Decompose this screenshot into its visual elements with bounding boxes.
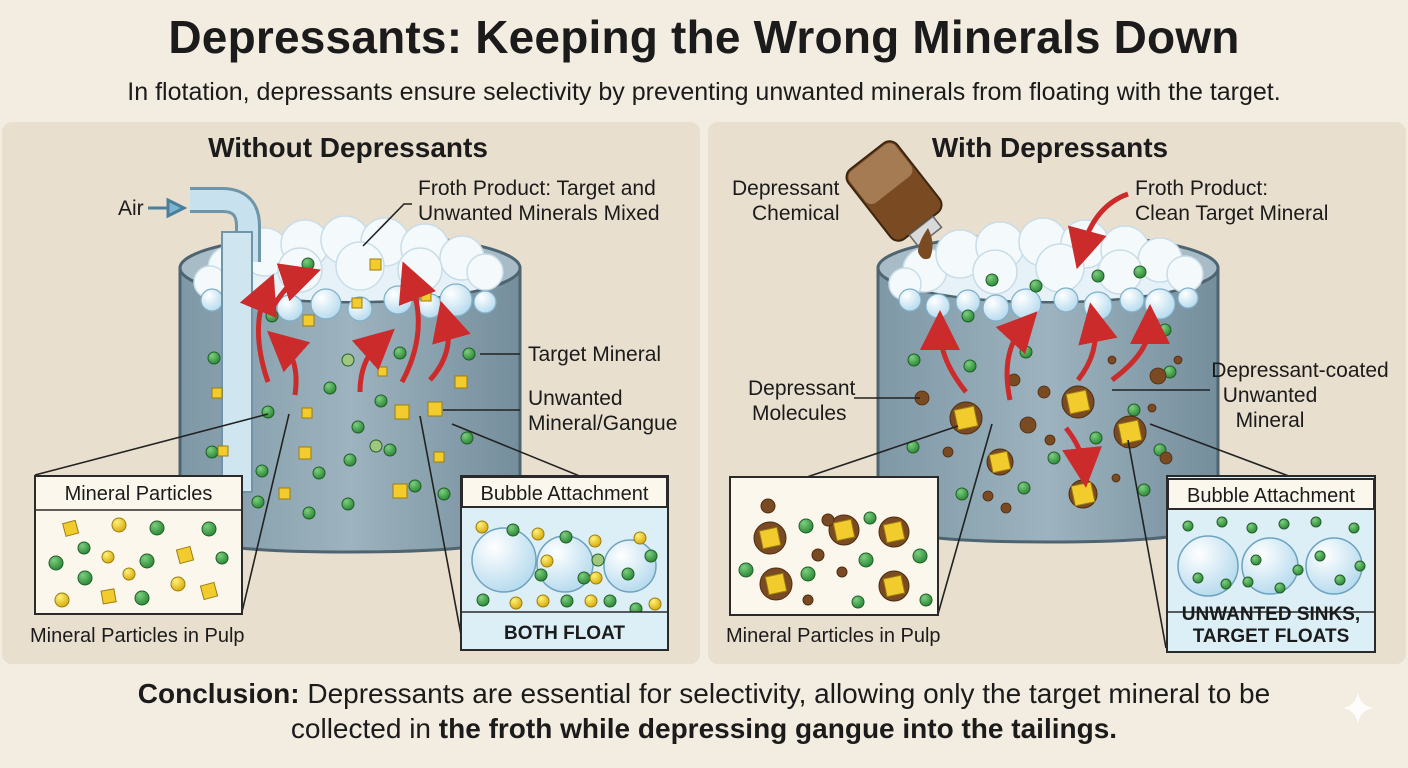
- left-pulp-label: Mineral Particles in Pulp: [30, 625, 245, 647]
- conclusion-text1: Depressants are essential for selectivit…: [299, 678, 1271, 709]
- right-pulp-label: Mineral Particles in Pulp: [726, 625, 941, 647]
- conclusion: Conclusion: Depressants are essential fo…: [0, 676, 1408, 746]
- conclusion-lead: Conclusion:: [137, 678, 300, 709]
- right-depressant-molecules: [914, 333, 1183, 514]
- depressant-bottle-icon: [845, 140, 943, 260]
- conclusion-bold: the froth while depressing gangue into t…: [438, 713, 1118, 744]
- page-subtitle: In flotation, depressants ensure selecti…: [127, 78, 1281, 106]
- air-label: Air: [118, 197, 144, 220]
- sparkle-icon: [1342, 692, 1374, 724]
- left-unwanted-minerals: [211, 258, 468, 500]
- depressant-molecules-label-line2: Molecules: [752, 402, 847, 425]
- left-bubble-inset-title: Bubble Attachment: [461, 476, 668, 508]
- unwanted-sinks-label: UNWANTED SINKS,: [1181, 604, 1361, 625]
- unwanted-mineral-label-line1: Unwanted: [528, 387, 623, 410]
- conclusion-text2: collected in: [290, 713, 439, 744]
- target-floats-label: TARGET FLOATS: [1192, 626, 1350, 647]
- right-arrows: [920, 302, 1170, 488]
- right-panel-heading: With Depressants: [931, 132, 1169, 163]
- coated-mineral-label-line3: Mineral: [1235, 409, 1305, 432]
- unwanted-mineral-label-line2: Mineral/Gangue: [528, 412, 678, 435]
- left-froth-label-line1: Froth Product: Target and: [418, 177, 656, 200]
- froth-pointer-arrow: [1067, 191, 1129, 270]
- page-title: Depressants: Keeping the Wrong Minerals …: [168, 11, 1240, 63]
- inset-mineral-particles-right: [729, 476, 939, 616]
- inset-particles-title: Mineral Particles: [64, 483, 213, 505]
- left-panel-heading: Without Depressants: [208, 132, 488, 163]
- left-rising-arrows: [239, 261, 471, 396]
- inset-mineral-particles: [34, 475, 243, 615]
- conclusion-line2: collected in the froth while depressing …: [0, 711, 1408, 746]
- right-tank: [732, 140, 1375, 649]
- right-froth-label-line1: Froth Product:: [1135, 177, 1269, 200]
- depressant-molecules-label-line1: Depressant: [748, 377, 856, 400]
- air-arrow-icon: [148, 197, 188, 219]
- left-froth-label-line2: Unwanted Minerals Mixed: [418, 202, 660, 225]
- coated-mineral-label-line2: Unwanted: [1222, 384, 1318, 407]
- right-bubble-inset-title: Bubble Attachment: [1167, 478, 1375, 510]
- both-float-label: BOTH FLOAT: [503, 623, 625, 644]
- depressant-chemical-label-line1: Depressant: [732, 177, 840, 200]
- depressant-chemical-label-line2: Chemical: [752, 202, 840, 225]
- target-mineral-label: Target Mineral: [528, 343, 662, 366]
- right-froth-label-line2: Clean Target Mineral: [1135, 202, 1329, 225]
- conclusion-line1: Conclusion: Depressants are essential fo…: [0, 676, 1408, 711]
- coated-mineral-label-line1: Depressant-coated: [1211, 359, 1389, 382]
